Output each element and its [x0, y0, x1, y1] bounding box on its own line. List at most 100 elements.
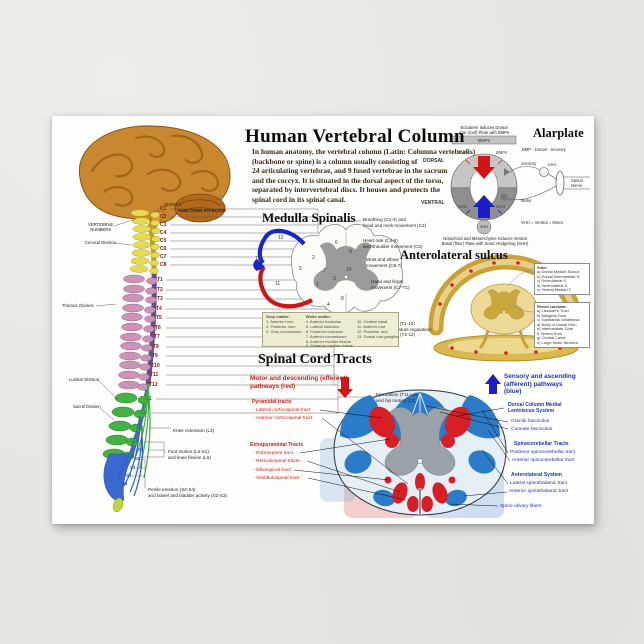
spinocerebellar-header: Spinocerebellar Tracts — [514, 441, 569, 447]
posterior-spinocerebellar-label: Posterior spinocerebellar tract — [510, 450, 575, 455]
functions-affected-header: FUNCTIONS AFFECTED — [178, 208, 226, 213]
medulla-number-8: 8 — [341, 296, 344, 302]
ascending-blue-arrow — [485, 374, 501, 394]
spino-olivary-label: Spino-olivary fibers — [500, 504, 542, 509]
vertebra-label-t12: T12 — [149, 382, 158, 388]
gracile-fasciculus-label: Gracile fasciculus — [511, 419, 550, 424]
medulla-number-11: 11 — [275, 281, 281, 287]
vertebra-label-c7: C7 — [160, 254, 167, 260]
lateral-spinothalamic-label: Lateral spinothalamic tract — [510, 481, 568, 486]
anterior-corticospinal-label: - Anterior corticospinal tract — [253, 416, 313, 421]
shh-arrow — [473, 195, 495, 218]
olivospinal-label: - Olivospinal tract — [253, 468, 291, 473]
alarplate-diagram — [450, 135, 590, 235]
sacrum — [103, 453, 135, 502]
cervical-division-label: Cervical Division — [85, 240, 116, 245]
vertebra-label-t2: T2 — [157, 287, 163, 293]
motor-pathways-header: Motor and descending (efferent)pathways … — [250, 375, 348, 390]
vertebra-label-t4: T4 — [156, 306, 162, 312]
vertebra-label-s3: S3 — [130, 465, 136, 470]
spinal-cord-tracts-diagram — [293, 374, 511, 518]
shh-source-circle — [476, 219, 492, 235]
bmp-rule-label: BMP - Dorsal - Sensory — [522, 147, 566, 152]
descending-red-arrow — [337, 377, 353, 398]
anterolateral-sulcus-heading: Anterolateral sulcus — [400, 248, 508, 262]
diagram-layer — [78, 125, 590, 518]
anterior-spinothalamic-label: Anterior spinothalamic tract — [509, 489, 569, 494]
bmps-right-label: BMPs — [496, 150, 508, 155]
posterior-root-blue — [257, 228, 306, 265]
thoracic-division-label: Thoracic Division — [62, 303, 94, 308]
medulla-number-9: 9 — [349, 249, 352, 255]
shh-circle-label: SHH — [479, 225, 489, 229]
medulla-spinalis-diagram — [253, 223, 403, 315]
anterior-root-red — [258, 265, 314, 309]
medulla-number-2: 2 — [312, 255, 315, 261]
anatomy-postcard: Human Vertebral Column In human anatomy,… — [52, 116, 594, 524]
drg-label: DRG — [548, 163, 557, 167]
vertebra-label-l2: L2 — [141, 410, 147, 416]
sulci-legend-box: Sulci: a) Dorsal Median Sulcus b) Dorsal… — [534, 263, 590, 295]
bmp-arrow — [473, 156, 495, 179]
cervical-vertebrae — [129, 209, 161, 275]
vertebra-label-t1: T1 — [157, 277, 163, 283]
vertebra-label-l5: L5 — [128, 454, 134, 460]
dorsal-label: DORSAL — [423, 158, 445, 164]
vertebra-label-t9: T9 — [152, 353, 158, 359]
nerves-label: NERVES — [164, 202, 182, 207]
bmps-left-label: BMPs — [458, 150, 470, 155]
rubrospinal-label: - Rubrospinal tract — [253, 451, 293, 456]
green-nerve-fan — [129, 383, 151, 479]
vertebra-label-c2: C2 — [160, 214, 167, 220]
vertebra-label-t7: T7 — [154, 334, 160, 340]
anterolateral-sulcus-diagram — [428, 254, 584, 362]
extrapyramidal-tracts-header: Extrapyramidal Tracts — [250, 442, 304, 448]
vertebra-label-c6: C6 — [160, 246, 167, 252]
vertebra-label-t6: T6 — [155, 325, 161, 331]
tract-label-lines — [293, 405, 511, 507]
function-label-penile-erection: Penile erection (S2-S4)and bowel and bla… — [148, 487, 227, 498]
shh-left-label: SHH — [458, 204, 467, 209]
function-label-heart-rate: Heart rate (C4-6)and shoulder movement (… — [363, 238, 423, 249]
vertebra-label-s2: S2 — [134, 456, 140, 461]
vertebra-label-t11: T11 — [150, 372, 159, 378]
drg-circle — [539, 167, 549, 177]
function-label-knee-extension: Knee extension (L3) — [173, 428, 215, 433]
vertebra-label-l4: L4 — [132, 439, 138, 445]
shh-rule-label: SHH = Ventral = Motor — [521, 220, 564, 225]
vertebra-label-t3: T3 — [157, 296, 163, 302]
spinal-column-illustration — [102, 209, 161, 513]
poster-title: Human Vertebral Column — [245, 126, 465, 147]
vertebra-label-t5: T5 — [156, 315, 162, 321]
medulla-spinalis-heading: Medulla Spinalis — [262, 210, 356, 225]
shh-right-label: SHH — [496, 204, 505, 209]
intro-paragraph: In human anatomy, the vertebral column (… — [252, 147, 476, 204]
medulla-number-1: 1 — [316, 282, 319, 288]
motor-label: Motor — [521, 198, 532, 203]
medulla-gray-matter — [313, 242, 379, 291]
vertebra-label-c8: C8 — [160, 262, 167, 268]
ventral-label: VENTRAL — [421, 200, 445, 206]
sacral-division-label: Sacral Division — [73, 404, 101, 409]
vertebra-label-l3: L3 — [137, 425, 143, 431]
medulla-number-10: 10 — [346, 267, 352, 273]
function-label-ejaculation: Ejaculation (T11-L2)and hip motion (L2) — [376, 392, 418, 403]
spinal-nerve-section — [555, 170, 565, 196]
vertebra-label-s5: S5 — [122, 481, 128, 486]
vertebra-label-l1: L1 — [146, 396, 152, 402]
medulla-number-13: 13 — [255, 256, 261, 262]
lateral-corticospinal-left — [369, 406, 395, 438]
tracts-gray-matter — [384, 407, 456, 476]
vertebra-label-c1: C1 — [160, 206, 167, 212]
medulla-legend-box: Gray matter: 1. Anterior horn 2. Posteri… — [262, 312, 399, 348]
coccyx — [112, 497, 124, 513]
medulla-number-5: 5 — [299, 266, 302, 272]
medulla-number-7: 7 — [323, 268, 326, 274]
sensory-label: Sensory — [521, 161, 537, 166]
thoracic-vertebrae — [118, 274, 158, 391]
medulla-number-4: 4 — [327, 302, 330, 308]
